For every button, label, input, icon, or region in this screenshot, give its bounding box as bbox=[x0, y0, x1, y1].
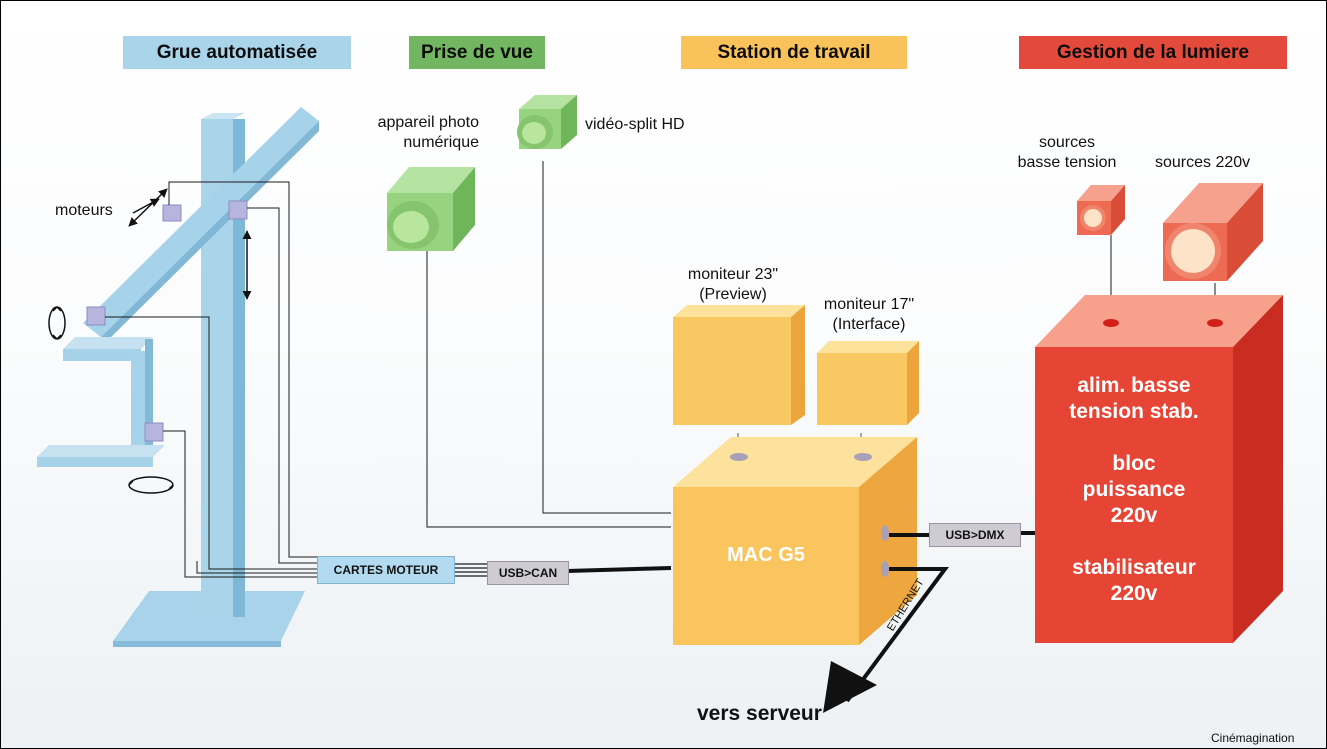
lighting-label-stabilisateur: stabilisateur bbox=[1072, 556, 1196, 579]
credit-text: Cinémagination bbox=[1211, 731, 1295, 745]
crane-bracket-lower bbox=[37, 445, 165, 457]
ethernet-cable bbox=[845, 567, 949, 703]
lighting-block-label: alim. basse tension stab. bloc puissance… bbox=[1035, 373, 1233, 607]
label-moniteur-23: moniteur 23" (Preview) bbox=[673, 265, 793, 305]
label-sources-basse-tension: sources basse tension bbox=[999, 133, 1135, 173]
label-moniteur-17-line1: moniteur 17" bbox=[823, 296, 915, 313]
label-sources-basse-tension-line2: basse tension bbox=[1017, 154, 1117, 171]
arm-motion-arrow bbox=[128, 188, 168, 227]
label-moniteur-23-line1: moniteur 23" bbox=[687, 266, 779, 283]
label-moniteur-17-line2: (Interface) bbox=[832, 316, 906, 333]
label-appareil-photo: appareil photo numérique bbox=[339, 113, 479, 153]
motor-bus bbox=[453, 563, 487, 577]
source-low-voltage bbox=[1077, 185, 1125, 235]
label-sources-220v: sources 220v bbox=[1155, 154, 1251, 171]
label-appareil-photo-line1: appareil photo bbox=[377, 114, 479, 131]
label-video-split: vidéo-split HD bbox=[585, 116, 685, 133]
label-appareil-photo-line2: numérique bbox=[403, 134, 479, 151]
lighting-label-bloc: bloc bbox=[1112, 452, 1156, 475]
label-moniteur-23-line2: (Preview) bbox=[699, 286, 767, 303]
crane-bracket-vertical bbox=[131, 351, 145, 457]
lighting-label-puissance: puissance bbox=[1082, 478, 1186, 501]
label-moteurs: moteurs bbox=[55, 202, 113, 219]
lighting-block bbox=[1035, 295, 1283, 643]
label-sources-basse-tension-line1: sources bbox=[1038, 134, 1096, 151]
label-moniteur-17: moniteur 17" (Interface) bbox=[805, 295, 933, 335]
motor-wires bbox=[105, 181, 317, 578]
rotation-icon-lower bbox=[128, 476, 174, 494]
lighting-label-220v-b: 220v bbox=[1110, 582, 1158, 605]
camera-photo bbox=[387, 167, 475, 251]
lighting-label-220v-a: 220v bbox=[1110, 504, 1158, 527]
monitor-17 bbox=[817, 341, 919, 425]
header-gestion-lumiere: Gestion de la lumiere bbox=[1019, 36, 1287, 69]
ethernet-arrowhead bbox=[823, 661, 877, 713]
camera-wires bbox=[426, 161, 671, 528]
cartes-moteur-box: CARTES MOTEUR bbox=[317, 556, 455, 584]
source-220v bbox=[1163, 183, 1263, 281]
label-vers-serveur: vers serveur bbox=[697, 702, 822, 725]
rotation-icon-upper bbox=[48, 306, 66, 340]
usb-can-box: USB>CAN bbox=[487, 561, 569, 585]
lighting-label-alim: alim. basse bbox=[1077, 374, 1191, 397]
lighting-label-tension: tension stab. bbox=[1069, 400, 1199, 423]
monitor-23 bbox=[673, 305, 805, 425]
crane-arm bbox=[83, 107, 319, 337]
mac-g5-box bbox=[673, 437, 917, 645]
cable-usbcan-mac bbox=[566, 566, 672, 573]
header-prise-de-vue: Prise de vue bbox=[409, 36, 545, 69]
mac-g5-label: MAC G5 bbox=[727, 544, 805, 566]
header-grue-automatisee: Grue automatisée bbox=[123, 36, 351, 69]
camera-video-split bbox=[517, 95, 577, 149]
header-station-de-travail: Station de travail bbox=[681, 36, 907, 69]
usb-dmx-box: USB>DMX bbox=[929, 523, 1021, 547]
crane-bracket-upper bbox=[63, 337, 153, 349]
crane bbox=[37, 107, 319, 647]
